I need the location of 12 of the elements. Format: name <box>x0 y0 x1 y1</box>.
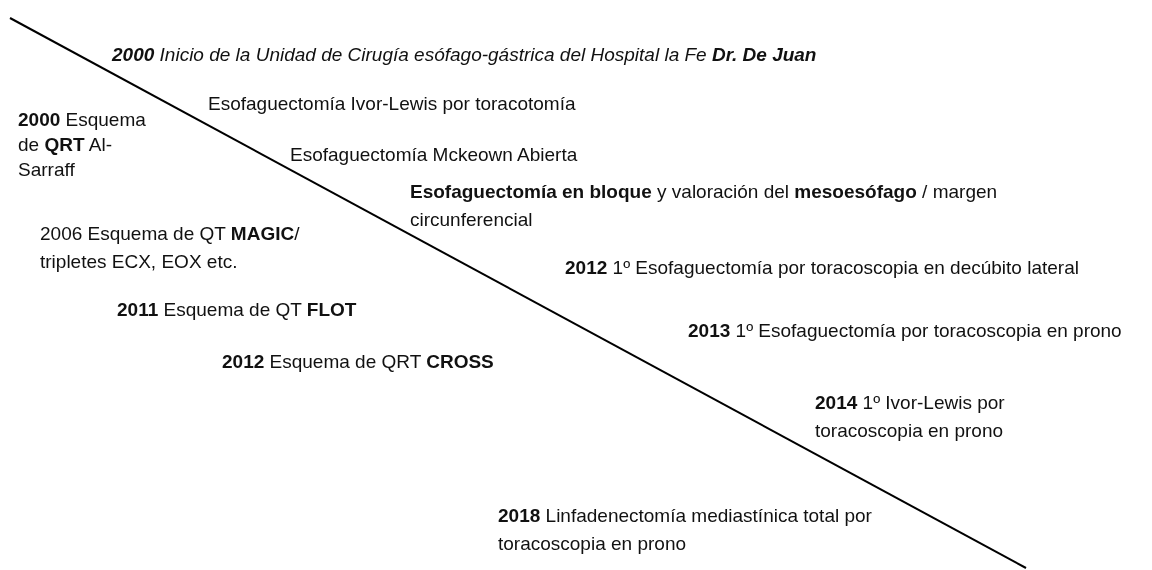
timeline-text: Esofaguectomía Ivor-Lewis por toracotomía <box>208 92 576 116</box>
timeline-text: 2006 Esquema de QT MAGIC/ tripletes ECX, EOX etc. <box>40 222 301 274</box>
timeline-text: 2012 1º Esofaguectomía por toracoscopia en decúbito lateral <box>565 256 1080 280</box>
timeline-text: 2012 Esquema de QRT CROSS <box>222 350 494 374</box>
timeline-text: 2000 Inicio de la Unidad de Cirugía esófago-gástrica del Hospital la Fe Dr. De Juan <box>112 43 817 67</box>
timeline-text: Esofaguectomía en bloque y valoración del mesoesófago / margen circunferencial <box>410 180 999 232</box>
timeline-text: 2000 Esquema de QRT Al-Sarraff <box>18 108 147 182</box>
timeline-text: 2014 1º Ivor-Lewis por toracoscopia en prono <box>815 391 1006 443</box>
timeline-text: Esofaguectomía Mckeown Abierta <box>290 143 578 167</box>
timeline-text: 2018 Linfadenectomía mediastínica total por toracoscopia en prono <box>498 504 873 556</box>
timeline-text: 2011 Esquema de QT FLOT <box>117 298 357 322</box>
timeline-text: 2013 1º Esofaguectomía por toracoscopia en prono <box>688 319 1123 343</box>
